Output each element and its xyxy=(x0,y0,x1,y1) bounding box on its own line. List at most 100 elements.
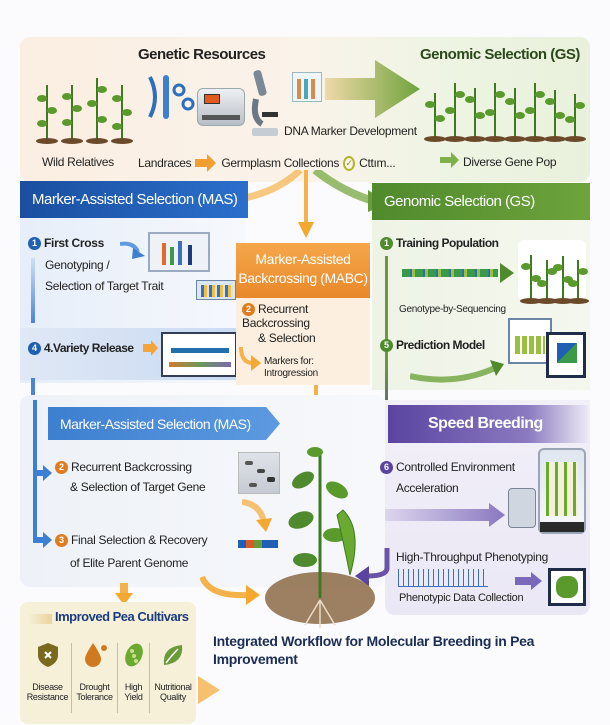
mabc-title-line1: Marker-Assisted xyxy=(255,251,351,267)
speed-breeding-title: Speed Breeding xyxy=(428,415,543,432)
orange-arrow-icon xyxy=(143,340,159,361)
germplasm-row: Landraces Germplasm Collections ✓ Cttım.… xyxy=(138,154,396,172)
water-drop-icon xyxy=(84,643,107,667)
trait-high-yield: High Yield xyxy=(118,643,150,713)
variety-release-image xyxy=(161,332,237,377)
growth-chamber-image xyxy=(538,448,586,534)
second-monitor-image xyxy=(546,332,586,378)
orange-down-arrow xyxy=(115,583,133,610)
mas-title: Marker-Assisted Selection (MAS) xyxy=(32,191,238,208)
gs-header: Genomic Selection (GS) xyxy=(372,183,590,220)
dna-chromosome-icon xyxy=(145,72,195,122)
mas2-elite-parent-genome: of Elite Parent Genome xyxy=(70,556,189,570)
cttm-label: Cttım... xyxy=(359,156,396,170)
dna-marker-development-label: DNA Marker Development xyxy=(284,124,417,138)
mas2-selection-target-gene: & Selection of Target Gene xyxy=(70,480,206,494)
acceleration-label: Acceleration xyxy=(396,481,459,495)
green-arrow-icon xyxy=(500,263,514,288)
test-tubes-icon xyxy=(292,72,322,102)
trait-label-line2: Tolerance xyxy=(76,692,113,702)
landraces-label: Landraces xyxy=(138,156,192,170)
trait-label-line1: High xyxy=(124,682,143,692)
microscope-icon xyxy=(250,68,280,144)
trait-label-line2: Quality xyxy=(160,692,186,702)
phenotyping-spectrum xyxy=(398,569,488,587)
cultivars-title: Improved Pea Cultivars xyxy=(55,609,189,624)
trait-drought-tolerance: Drought Tolerance xyxy=(72,643,118,713)
gs-title: Genomic Selection (GS) xyxy=(384,193,535,210)
mas2-header: Marker-Assisted Selection (MAS) xyxy=(48,407,280,440)
trait-label-line1: Drought xyxy=(79,682,110,692)
shield-icon xyxy=(37,643,58,667)
arrow-right-icon xyxy=(195,154,217,172)
trait-label-line1: Nutritional xyxy=(154,682,192,692)
green-curve-arrow xyxy=(409,358,506,391)
mas-vertical-arrow xyxy=(31,258,35,323)
flow-arrows-from-top xyxy=(240,166,390,255)
cultivar-traits: Disease Resistance Drought Tolerance Hig… xyxy=(24,643,196,713)
training-plants-image xyxy=(518,240,589,304)
genotyping-chart-image xyxy=(148,232,210,272)
wild-relatives-plants xyxy=(32,60,133,144)
lab-equipment-image xyxy=(508,488,536,528)
genotyping-label-2: Selection of Target Trait xyxy=(45,279,164,293)
cultivars-arrow-icon xyxy=(198,676,222,709)
leaf-icon xyxy=(163,645,183,665)
genetic-resources-title: Genetic Resources xyxy=(138,46,266,63)
mas2-title: Marker-Assisted Selection (MAS) xyxy=(60,415,251,432)
mas-header: Marker-Assisted Selection (MAS) xyxy=(20,181,248,218)
diverse-plants xyxy=(424,78,586,142)
purple-arrow-to-monitor xyxy=(515,572,543,595)
small-arrow-icon xyxy=(440,152,460,173)
cultivars-title-accent xyxy=(28,614,52,624)
gel-image xyxy=(238,452,280,494)
gs-top-title: Genomic Selection (GS) xyxy=(420,46,580,63)
sequencing-bar xyxy=(402,269,498,277)
mabc-selection-label: & Selection xyxy=(258,331,316,345)
check-icon: ✓ xyxy=(343,155,356,171)
wild-relatives-label: Wild Relatives xyxy=(42,155,114,169)
mabc-header: Marker-Assisted Backcrossing (MABC) xyxy=(236,243,370,298)
trait-disease-resistance: Disease Resistance xyxy=(24,643,72,713)
htp-label: High-Throughput Phenotyping xyxy=(396,550,549,564)
purple-arrow-to-plant xyxy=(355,548,395,593)
orange-arrow-to-plant-1 xyxy=(241,498,276,537)
pea-plant-illustration xyxy=(255,430,385,630)
genotyping-label-1: Genotyping / xyxy=(45,258,110,272)
prediction-monitor-image xyxy=(508,318,552,364)
blue-branch-arrow-2 xyxy=(33,532,53,553)
purple-arrow-right xyxy=(385,503,505,532)
speed-breeding-header: Speed Breeding xyxy=(388,405,588,443)
gbs-label: Genotype-by-Sequencing xyxy=(399,304,506,315)
orange-curve-arrow xyxy=(238,346,262,380)
mabc-title-line2: Backcrossing (MABC) xyxy=(238,270,368,286)
phenotypic-data-collection-label: Phenotypic Data Collection xyxy=(399,592,524,604)
genome-bar-image xyxy=(238,540,278,548)
blue-branch-arrow-1 xyxy=(33,465,53,486)
orange-arrow-to-plant-2 xyxy=(199,575,260,610)
trait-label-line1: Disease xyxy=(32,682,63,692)
trait-label-line2: Yield xyxy=(124,692,143,702)
diverse-gene-pool-label: Diverse Gene Pop xyxy=(463,155,557,169)
blue-arrow-icon xyxy=(119,238,146,265)
phenotyping-monitor-image xyxy=(548,568,586,606)
pcr-machine-icon xyxy=(197,88,245,126)
germplasm-collections-label: Germplasm Collections xyxy=(221,156,340,170)
trait-label-line2: Resistance xyxy=(26,692,69,702)
big-arrow-to-gs xyxy=(325,60,421,123)
markers-introgression-label: Markers for: Introgression xyxy=(264,356,318,379)
pea-pod-icon xyxy=(124,643,143,667)
main-title: Integrated Workflow for Molecular Breedi… xyxy=(213,633,535,667)
test-tube-rack-image xyxy=(196,280,236,300)
trait-nutritional-quality: Nutritional Quality xyxy=(150,643,196,713)
mabc-panel xyxy=(236,297,370,385)
mas-down-arrow xyxy=(31,378,35,400)
